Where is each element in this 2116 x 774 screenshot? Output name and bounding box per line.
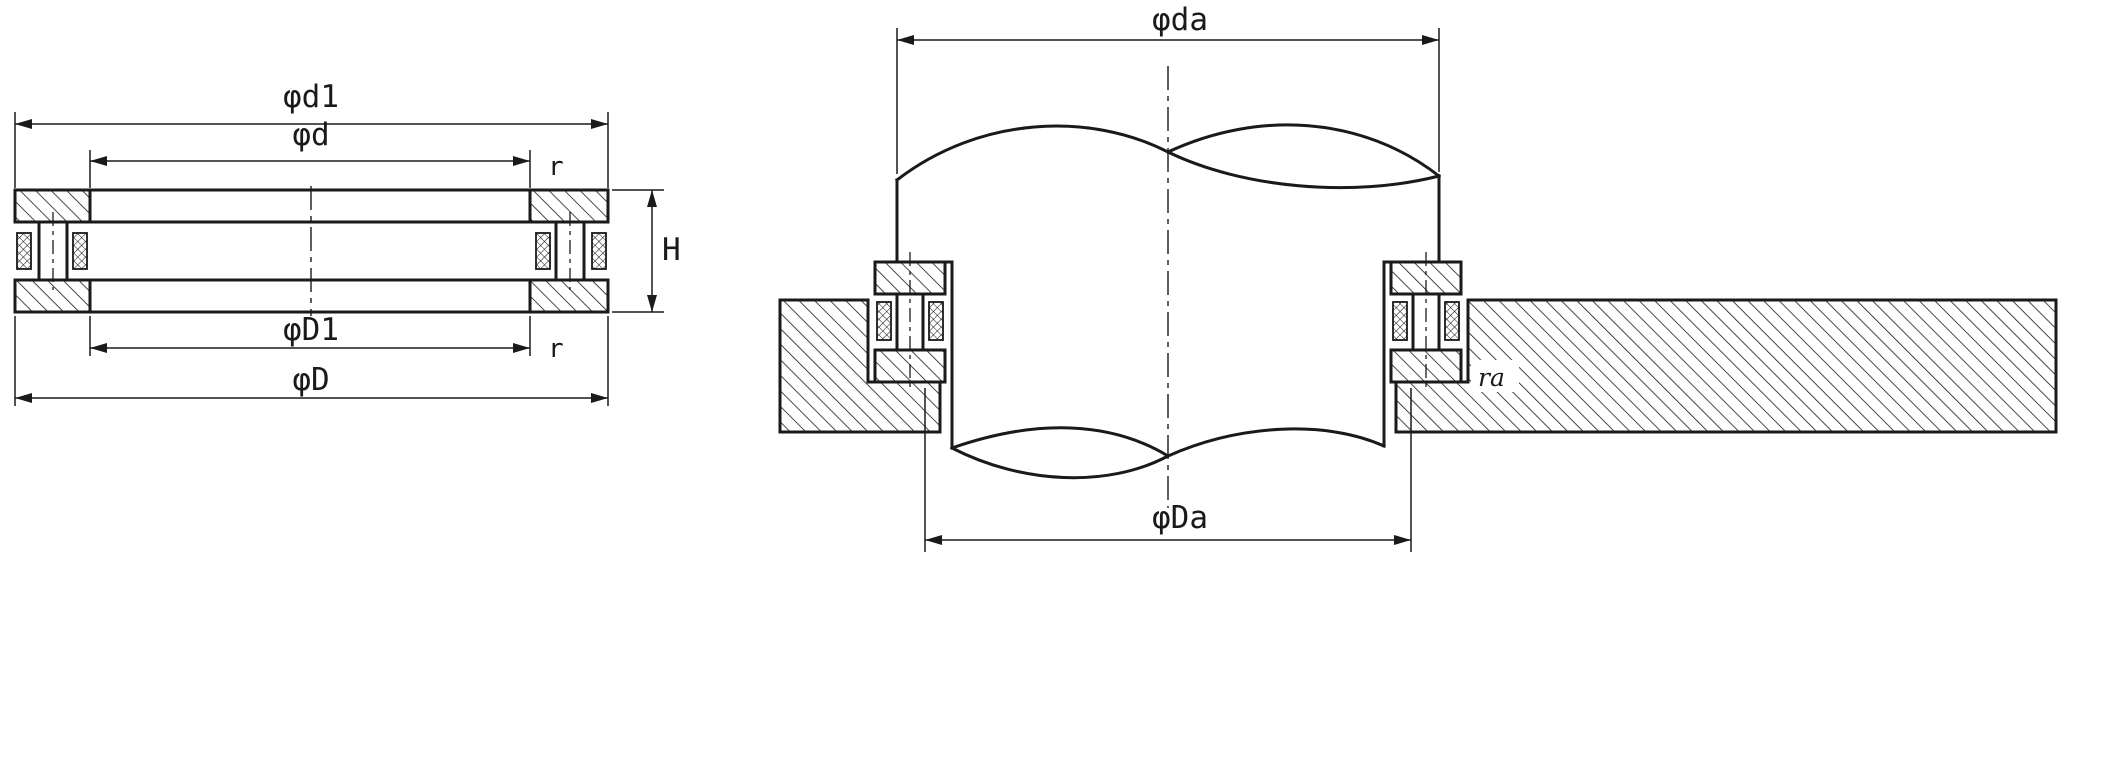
dim-label-D: φD [292,362,329,398]
radius-label-ra-group: ra [1471,360,1519,392]
cage-section [1444,301,1460,341]
radius-label-ra: ra [1478,363,1505,392]
arrowhead [1422,35,1439,45]
arrowhead [591,393,608,403]
bearing-section-right [1389,252,1463,392]
dim-H: H [612,189,681,313]
cage-section [16,232,32,270]
housing-washer-section-left [13,278,92,314]
dim-Da: φDa [924,388,1412,552]
break-line [1166,123,1442,179]
arrowhead [15,119,32,129]
radius-label-bottom: r [548,334,564,364]
cage-section [591,232,607,270]
cage-section [876,301,892,341]
arrowhead [90,343,107,353]
shaft-lower [949,260,1386,480]
arrowhead [647,295,657,312]
dim-da: φda [896,2,1440,174]
roller-cage-left [16,212,88,290]
arrowhead [897,35,914,45]
arrowhead [647,190,657,207]
dim-d: φd [89,117,531,188]
roller-cage-right [535,212,607,290]
dim-label-da: φda [1152,2,1208,38]
dim-label-d1: φd1 [283,79,339,115]
dim-D1: φD1 [89,312,531,356]
arrowhead [513,156,530,166]
dim-d1: φd1 [14,79,609,188]
arrowhead [90,156,107,166]
cage-section [535,232,551,270]
shaft-washer-section-right [528,188,610,224]
housing-washer-section-right [528,278,610,314]
bearing-section-left [873,252,947,392]
cage-section [1392,301,1408,341]
cage-section [72,232,88,270]
arrowhead [1394,535,1411,545]
break-line [950,426,1171,459]
dim-D: φD [14,316,609,406]
arrowhead [513,343,530,353]
arrowhead [591,119,608,129]
right-view-mounting-arrangement: φda [778,2,2058,552]
housing-right [1394,298,2058,434]
cage-section [928,301,944,341]
left-view-bearing-section: φd1 φd r H φD1 [13,79,681,406]
dim-label-H: H [662,232,681,268]
radius-label-top: r [548,152,564,182]
dim-label-D1: φD1 [283,312,339,348]
dim-label-Da: φDa [1152,500,1208,536]
arrowhead [925,535,942,545]
dim-label-d: φd [292,117,329,153]
arrowhead [15,393,32,403]
